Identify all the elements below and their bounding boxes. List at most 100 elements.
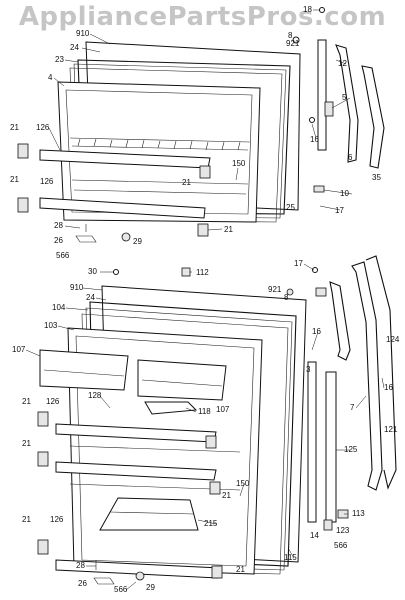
callout-566-upper: 566 (56, 251, 70, 260)
callout-107-left: 107 (12, 345, 26, 354)
fresh-bar-cap-1[interactable] (37, 411, 49, 427)
freezer-handle-channel[interactable] (317, 39, 327, 151)
callout-8-lower: 8 (284, 293, 289, 302)
callout-24: 24 (70, 43, 79, 52)
callout-3: 3 (306, 365, 311, 374)
callout-25: 25 (286, 203, 295, 212)
callout-12: 12 (338, 59, 347, 68)
fresh-bar-cap-3[interactable] (37, 539, 49, 555)
callout-921: 921 (286, 39, 300, 48)
butter-bin[interactable] (144, 401, 198, 415)
freezer-handle[interactable] (335, 44, 359, 163)
callout-215: 215 (204, 519, 218, 528)
part-123[interactable] (323, 519, 333, 531)
callout-6: 6 (348, 153, 353, 162)
callout-121: 121 (384, 425, 398, 434)
callout-150-lower: 150 (236, 479, 250, 488)
callout-4: 4 (48, 73, 53, 82)
freezer-bar-cap-4[interactable] (197, 223, 209, 237)
callout-566-lower-a: 566 (334, 541, 348, 550)
callout-150: 150 (232, 159, 246, 168)
callout-104: 104 (52, 303, 66, 312)
freezer-inner-liner[interactable] (57, 81, 261, 223)
callout-118: 118 (198, 407, 211, 416)
callout-17-lower: 17 (294, 259, 303, 268)
callout-29: 29 (133, 237, 142, 246)
fresh-handle-channel[interactable] (307, 361, 317, 523)
callout-124: 124 (386, 335, 400, 344)
callout-24-lower: 24 (86, 293, 95, 302)
freezer-door-stop[interactable] (121, 232, 131, 242)
freezer-bar-cap-3[interactable] (199, 165, 211, 179)
part-112[interactable] (181, 267, 191, 277)
freezer-door-assembly (17, 7, 385, 243)
freezer-handle-trim[interactable] (361, 65, 385, 169)
callout-115: 115 (284, 553, 297, 562)
leader-lines (25, 9, 385, 591)
door-bar-2[interactable] (55, 461, 217, 481)
fresh-handle-trim-121[interactable] (351, 261, 383, 491)
callout-14: 14 (310, 531, 319, 540)
callout-566-lower-b: 566 (114, 585, 128, 594)
callout-17: 17 (335, 206, 344, 215)
callout-21-upper-a: 21 (10, 123, 19, 132)
callout-16-lower-b: 16 (384, 383, 393, 392)
callout-26-lower: 26 (78, 579, 87, 588)
callout-126-lower-b: 126 (50, 515, 64, 524)
fresh-food-door-assembly (37, 255, 397, 585)
fresh-door-handle[interactable] (329, 281, 351, 361)
callout-21-lower-e: 21 (236, 565, 245, 574)
callout-21-lower-d: 21 (22, 515, 31, 524)
freezer-door-bar-lower[interactable] (39, 197, 206, 219)
freezer-bar-cap-1[interactable] (17, 143, 29, 159)
callout-7: 7 (350, 403, 355, 412)
callout-21-upper-b: 21 (182, 178, 191, 187)
fresh-door-stop[interactable] (135, 571, 145, 581)
freezer-callouts: 18 910 8 24 921 23 12 4 5 21 126 16 150 … (10, 5, 381, 260)
callout-113: 113 (352, 509, 365, 518)
callout-921-lower: 921 (268, 285, 282, 294)
callout-30: 30 (88, 267, 97, 276)
callout-16: 16 (310, 135, 319, 144)
freezer-shelf-ribs (77, 138, 241, 151)
callout-910-lower: 910 (70, 283, 84, 292)
fresh-door-trim-125[interactable] (325, 371, 337, 523)
callout-21-lower-c: 21 (222, 491, 231, 500)
callout-26: 26 (54, 236, 63, 245)
callout-18: 18 (303, 5, 312, 14)
freezer-hinge-bracket[interactable] (324, 101, 334, 117)
callout-125: 125 (344, 445, 358, 454)
dairy-door-left[interactable] (39, 349, 129, 391)
callout-29-lower: 29 (146, 583, 155, 592)
watermark: AppliancePartsPros.com (18, 2, 387, 32)
callout-28-lower: 28 (76, 561, 85, 570)
callout-5: 5 (342, 93, 347, 102)
callout-21-upper-c: 21 (10, 175, 19, 184)
fresh-food-callouts: 30 112 17 910 24 921 8 104 103 16 107 12… (12, 259, 400, 594)
callout-21-lower-b: 21 (22, 439, 31, 448)
door-bin-215[interactable] (99, 497, 199, 531)
fresh-bar-cap-5[interactable] (209, 481, 221, 495)
callout-123: 123 (336, 526, 350, 535)
callout-103: 103 (44, 321, 58, 330)
fresh-bar-cap-6[interactable] (211, 565, 223, 579)
callout-126-upper-a: 126 (36, 123, 50, 132)
callout-10: 10 (340, 189, 349, 198)
callout-21-upper-d: 21 (224, 225, 233, 234)
callout-128: 128 (88, 391, 102, 400)
callout-35: 35 (372, 173, 381, 182)
callout-16-lower-a: 16 (312, 327, 321, 336)
callout-23: 23 (55, 55, 64, 64)
fresh-bar-cap-4[interactable] (205, 435, 217, 449)
callout-107-right: 107 (216, 405, 230, 414)
callout-28: 28 (54, 221, 63, 230)
dairy-door-right[interactable] (137, 359, 227, 401)
callout-21-lower-a: 21 (22, 397, 31, 406)
callout-126-upper-b: 126 (40, 177, 54, 186)
callout-910: 910 (76, 29, 90, 38)
callout-112: 112 (196, 268, 209, 277)
callout-8: 8 (288, 31, 293, 40)
fresh-bar-cap-2[interactable] (37, 451, 49, 467)
freezer-bar-cap-2[interactable] (17, 197, 29, 213)
